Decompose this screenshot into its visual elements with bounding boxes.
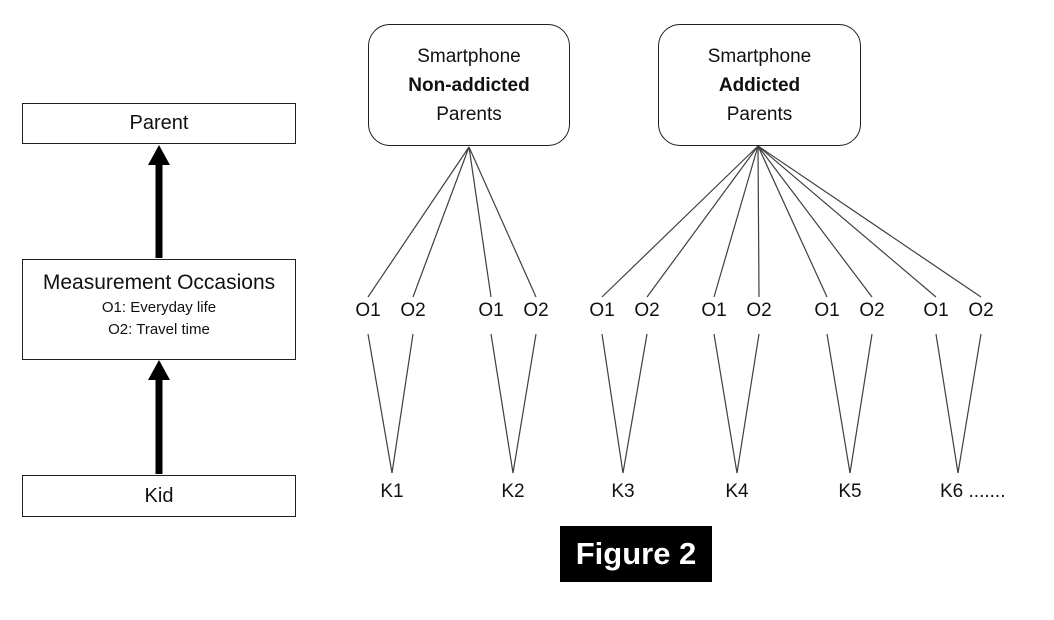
v-line [367, 333, 393, 474]
occasion-2-definition: O2: Travel time [108, 321, 210, 338]
nonaddicted-line-2: Non-addicted [408, 74, 530, 96]
occasion-label: O1 [589, 300, 615, 321]
addicted-parents-box: Smartphone Addicted Parents [658, 24, 861, 146]
occasion-label: O1 [355, 300, 381, 321]
addicted-line-2: Addicted [718, 74, 801, 96]
v-line [957, 333, 982, 474]
kid-node-label: K4 [725, 481, 749, 502]
v-line [849, 333, 873, 474]
fan-line [757, 145, 982, 298]
fan-addicted [601, 145, 982, 298]
fan-line [646, 145, 759, 298]
measurement-occasions-box: Measurement Occasions O1: Everyday life … [22, 259, 296, 360]
v-line [713, 333, 738, 474]
occasion-label: O2 [968, 300, 994, 321]
nonaddicted-parents-box: Smartphone Non-addicted Parents [368, 24, 570, 146]
kid-label: Kid [144, 484, 174, 507]
parent-label: Parent [129, 112, 189, 134]
v-line [512, 333, 537, 474]
fan-line [601, 145, 759, 298]
fan-line [757, 145, 937, 298]
v-line [622, 333, 648, 474]
occasion-1-definition: O1: Everyday life [101, 299, 217, 316]
v-line [490, 333, 514, 474]
arrow-measurement-to-parent [148, 145, 170, 258]
fan-line [713, 145, 759, 298]
addicted-line-3: Parents [726, 103, 793, 125]
v-line [826, 333, 851, 474]
fan-line [412, 146, 470, 298]
kid-box: Kid [22, 475, 296, 517]
fan-nonaddicted [367, 146, 537, 298]
fan-line [757, 145, 873, 298]
occasion-label: O2 [859, 300, 885, 321]
v-line [391, 333, 414, 474]
parent-box: Parent [22, 103, 296, 144]
occasion-label: O2 [634, 300, 660, 321]
v-line [601, 333, 624, 474]
occasion-label: O2 [523, 300, 549, 321]
kid-node-label: K3 [611, 481, 635, 502]
fan-line [468, 146, 492, 298]
v-connectors [367, 333, 982, 474]
nonaddicted-line-1: Smartphone [417, 45, 521, 67]
addicted-line-1: Smartphone [707, 45, 812, 67]
figure-caption: Figure 2 [560, 526, 712, 582]
fan-line [757, 145, 828, 298]
occasion-label: O2 [400, 300, 426, 321]
v-line [935, 333, 959, 474]
occasion-label: O1 [814, 300, 840, 321]
arrow-kid-to-measurement [148, 360, 170, 474]
occasion-label: O1 [478, 300, 504, 321]
kid-node-label: K1 [380, 481, 404, 502]
occasion-label: O1 [701, 300, 727, 321]
fan-line [757, 145, 760, 298]
occasion-label: O2 [746, 300, 772, 321]
occasion-label: O1 [923, 300, 949, 321]
kid-node-label: K5 [838, 481, 862, 502]
figure-caption-text: Figure 2 [575, 536, 697, 571]
nonaddicted-line-3: Parents [436, 103, 502, 125]
arrow-head-icon [148, 145, 170, 165]
fan-line [468, 146, 537, 298]
measurement-occasions-title: Measurement Occasions [42, 271, 276, 294]
fan-line [367, 146, 470, 298]
v-line [736, 333, 760, 474]
arrow-head-icon [148, 360, 170, 380]
kid-node-label: K2 [501, 481, 525, 502]
kid-node-label: K6 ....... [940, 481, 1006, 502]
